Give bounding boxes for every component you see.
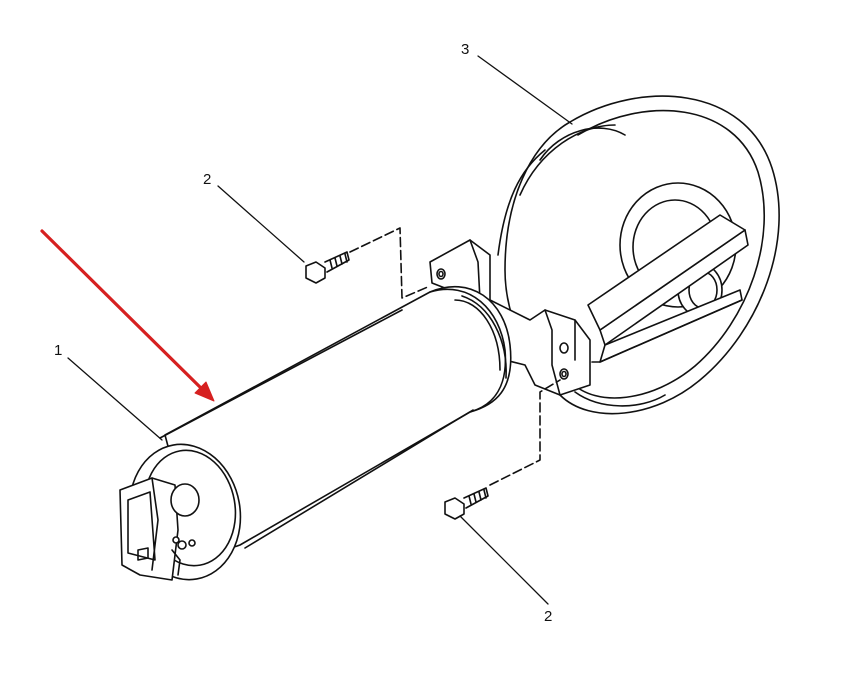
recoil-cylinder [119, 285, 512, 581]
leader-line-1 [67, 357, 163, 441]
callout-label-1: 1 [54, 342, 63, 359]
callout-label-2-lower: 2 [544, 608, 553, 625]
yoke-frame [429, 214, 749, 396]
red-pointer-arrow [40, 229, 215, 402]
callout-label-2-upper: 2 [203, 171, 212, 188]
callout-label-3: 3 [461, 41, 470, 58]
bolt-lower [444, 487, 489, 520]
leader-line-3 [477, 55, 573, 125]
leader-line-2-upper [217, 185, 305, 263]
assembly-path-lines [349, 227, 561, 486]
leader-lines [67, 55, 573, 605]
bolt-upper [305, 251, 350, 284]
leader-line-2-lower [459, 515, 549, 605]
